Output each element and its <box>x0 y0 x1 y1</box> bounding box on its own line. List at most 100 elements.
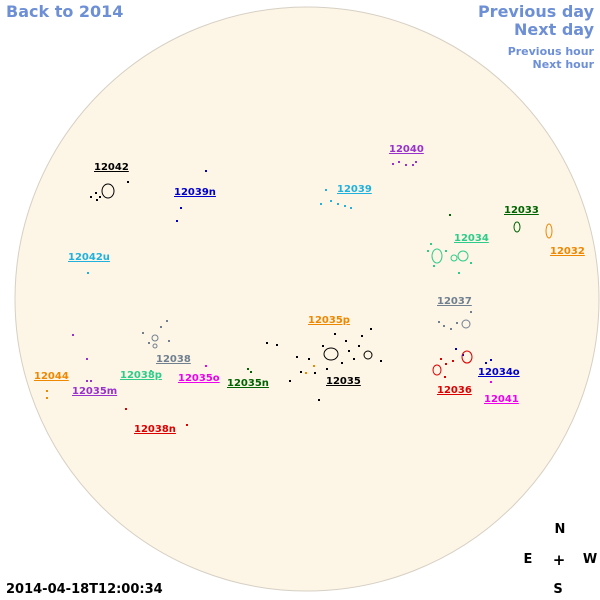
sunspot-umbra <box>431 248 443 264</box>
sunspot-umbra <box>432 364 442 376</box>
sunspot-dot <box>415 161 417 163</box>
sunspot-dot <box>176 220 178 222</box>
sunspot-dot <box>313 365 315 367</box>
sunspot-dot <box>305 372 307 374</box>
sunspot-umbra <box>151 334 159 342</box>
region-label-12035o[interactable]: 12035o <box>178 373 220 384</box>
sunspot-dot <box>444 376 446 378</box>
region-label-12040[interactable]: 12040 <box>389 144 424 155</box>
region-label-12038n[interactable]: 12038n <box>134 424 176 435</box>
sunspot-umbra <box>461 319 471 329</box>
region-label-12035m[interactable]: 12035m <box>72 386 117 397</box>
sunspot-dot <box>470 262 472 264</box>
sunspot-dot <box>433 265 435 267</box>
sunspot-dot <box>160 326 162 328</box>
sunspot-dot <box>186 424 188 426</box>
sunspot-group-12035 <box>266 328 382 401</box>
sunspot-dot <box>166 320 168 322</box>
sunspot-group-12034o <box>455 348 492 364</box>
previous-day-link[interactable]: Previous day <box>477 2 594 21</box>
region-label-12039n[interactable]: 12039n <box>174 187 216 198</box>
sunspot-dot <box>443 325 445 327</box>
sunspot-umbra <box>323 347 339 361</box>
sunspot-group-12034 <box>427 243 472 274</box>
sunspot-dot <box>490 381 492 383</box>
sunspot-dot <box>449 214 451 216</box>
sunspot-dot <box>289 380 291 382</box>
sunspot-dot <box>86 358 88 360</box>
region-label-12038[interactable]: 12038 <box>156 354 191 365</box>
sunspot-dot <box>318 399 320 401</box>
sunspot-dot <box>326 368 328 370</box>
region-label-12037[interactable]: 12037 <box>437 296 472 307</box>
region-label-12039[interactable]: 12039 <box>337 184 372 195</box>
sunspot-dot <box>90 196 92 198</box>
region-label-12033[interactable]: 12033 <box>504 205 539 216</box>
region-label-12034o[interactable]: 12034o <box>478 367 520 378</box>
sunspot-group-12038 <box>142 320 170 349</box>
sunspot-dot <box>427 250 429 252</box>
compass-east: E <box>523 552 533 567</box>
sunspot-group-12035n <box>247 368 252 373</box>
region-label-12038p[interactable]: 12038p <box>120 370 162 381</box>
sunspot-groups <box>46 161 553 426</box>
sunspot-dot <box>150 370 152 372</box>
region-label-12042u[interactable]: 12042u <box>68 252 110 263</box>
sunspot-dot <box>325 189 327 191</box>
sunspot-group-12044 <box>46 390 48 399</box>
observation-timestamp: 2014-04-18T12:00:34 <box>6 582 163 597</box>
compass-south: S <box>553 582 563 597</box>
region-label-12034[interactable]: 12034 <box>454 233 489 244</box>
next-day-link[interactable]: Next day <box>514 20 594 39</box>
sunspot-dot <box>445 250 447 252</box>
sunspot-dot <box>440 358 442 360</box>
sunspot-dot <box>462 354 464 356</box>
region-label-12035p[interactable]: 12035p <box>308 315 350 326</box>
compass-west: W <box>582 552 598 567</box>
compass-center-crosshair: + <box>552 551 566 569</box>
sunspot-dot <box>452 360 454 362</box>
sunspot-dot <box>345 340 347 342</box>
region-label-12036[interactable]: 12036 <box>437 385 472 396</box>
sunspot-dot <box>308 358 310 360</box>
region-labels: 12042 12039n 12040 12039 12033 12034 12032 1204… <box>34 144 585 435</box>
sunspot-group-12035o <box>205 365 207 367</box>
sunspot-dot <box>72 334 74 336</box>
sunspot-dot <box>330 200 332 202</box>
sunspot-dot <box>344 205 346 207</box>
region-label-12032[interactable]: 12032 <box>550 246 585 257</box>
sunspot-dot <box>95 192 97 194</box>
sunspot-dot <box>205 170 207 172</box>
region-label-12041[interactable]: 12041 <box>484 394 519 405</box>
sunspot-dot <box>247 368 249 370</box>
sunspot-umbra <box>450 254 458 262</box>
sunspot-umbra <box>457 250 469 262</box>
sunspot-group-12041 <box>490 381 492 383</box>
sunspot-umbra <box>363 350 373 360</box>
sunspot-dot <box>322 345 324 347</box>
sunspot-dot <box>46 390 48 392</box>
region-label-12035[interactable]: 12035 <box>326 376 361 387</box>
sunspot-dot <box>456 322 458 324</box>
sunspot-dot <box>350 207 352 209</box>
sunspot-dot <box>250 371 252 373</box>
sunspot-group-12040 <box>392 161 417 166</box>
sunspot-dot <box>490 359 492 361</box>
sunspot-dot <box>405 164 407 166</box>
sunspot-group-12042 <box>90 181 129 201</box>
region-label-12035n[interactable]: 12035n <box>227 378 269 389</box>
sunspot-umbra <box>545 223 553 239</box>
next-hour-link[interactable]: Next hour <box>532 58 595 71</box>
sunspot-dot <box>361 335 363 337</box>
sunspot-dot <box>180 207 182 209</box>
sunspot-group-12039n <box>176 170 207 222</box>
sunspot-dot <box>445 363 447 365</box>
previous-hour-link[interactable]: Previous hour <box>507 45 594 58</box>
sunspot-dot <box>90 380 92 382</box>
sunspot-group-12032 <box>545 223 553 239</box>
back-to-year-link[interactable]: Back to 2014 <box>6 2 124 21</box>
region-label-12042[interactable]: 12042 <box>94 162 129 173</box>
sunspot-dot <box>314 372 316 374</box>
region-label-12044[interactable]: 12044 <box>34 371 69 382</box>
